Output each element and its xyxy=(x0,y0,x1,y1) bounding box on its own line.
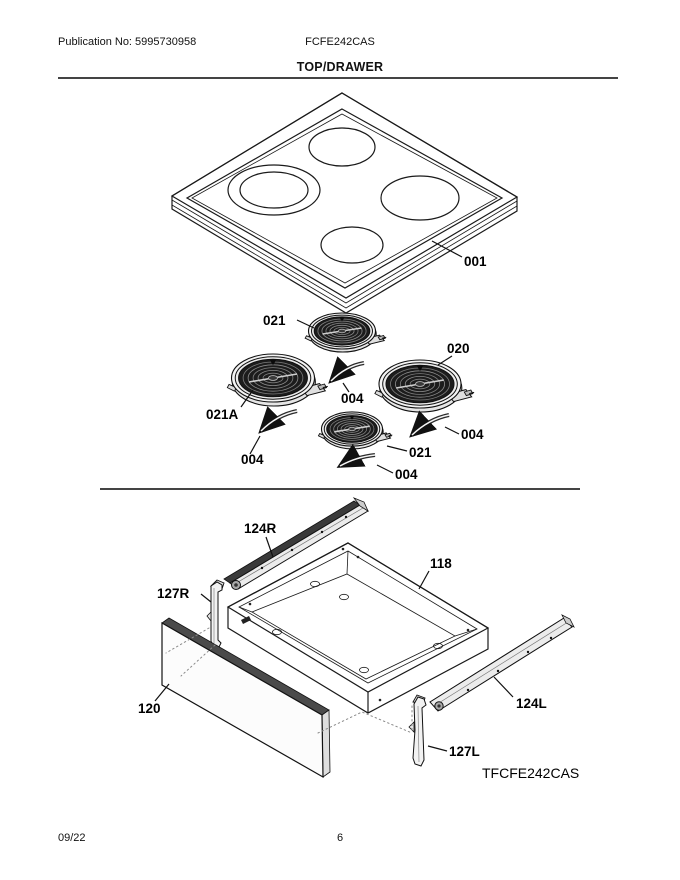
part-label-rail-right: 124R xyxy=(244,521,277,536)
part-label-front-panel: 120 xyxy=(138,701,161,716)
cooktop-zone-left-outer xyxy=(227,164,321,216)
part-label-element-right: 020 xyxy=(447,341,470,356)
cooktop-zone-front xyxy=(320,226,384,264)
callout-leader-lines xyxy=(154,240,514,752)
element-rear xyxy=(304,312,387,353)
cooktop-zone-left-inner xyxy=(239,171,309,209)
alignment-guides xyxy=(165,627,413,734)
footer-date: 09/22 xyxy=(58,832,86,844)
element-left xyxy=(227,353,329,407)
element-wires xyxy=(258,356,450,468)
section-title: TOP/DRAWER xyxy=(296,60,384,74)
part-label-glide-left: 127L xyxy=(449,744,480,759)
cooktop-zone-rear xyxy=(308,127,376,167)
part-label-element-rear: 021 xyxy=(263,313,286,328)
drawer-glide-left xyxy=(408,694,427,767)
part-label-wire-left: 004 xyxy=(241,452,264,467)
part-label-element-left: 021A xyxy=(206,407,239,422)
publication-number: Publication No: 5995730958 xyxy=(58,36,197,48)
part-label-rail-left: 124L xyxy=(516,696,547,711)
part-label-element-front: 021 xyxy=(409,445,432,460)
drawer-glide-right xyxy=(206,579,225,648)
drawer-rail-right xyxy=(223,497,369,590)
diagram-variant-tag: TFCFE242CAS xyxy=(482,765,579,781)
drawer-rail-left xyxy=(429,614,575,712)
element-front xyxy=(318,411,393,450)
model-number: FCFE242CAS xyxy=(305,36,375,48)
part-label-wire-rear: 004 xyxy=(341,391,364,406)
part-label-glide-right: 127R xyxy=(157,586,190,601)
element-right xyxy=(374,359,475,413)
part-label-cooktop: 001 xyxy=(464,254,487,269)
cooktop-zone-right xyxy=(380,175,460,221)
cooktop-main-top xyxy=(170,92,519,314)
footer-page-number: 6 xyxy=(336,832,344,844)
drawer-pan xyxy=(226,542,490,714)
part-label-wire-front: 004 xyxy=(395,467,418,482)
part-label-wire-right: 004 xyxy=(461,427,484,442)
drawer-front-panel xyxy=(161,617,331,779)
part-label-drawer-pan: 118 xyxy=(430,556,452,571)
